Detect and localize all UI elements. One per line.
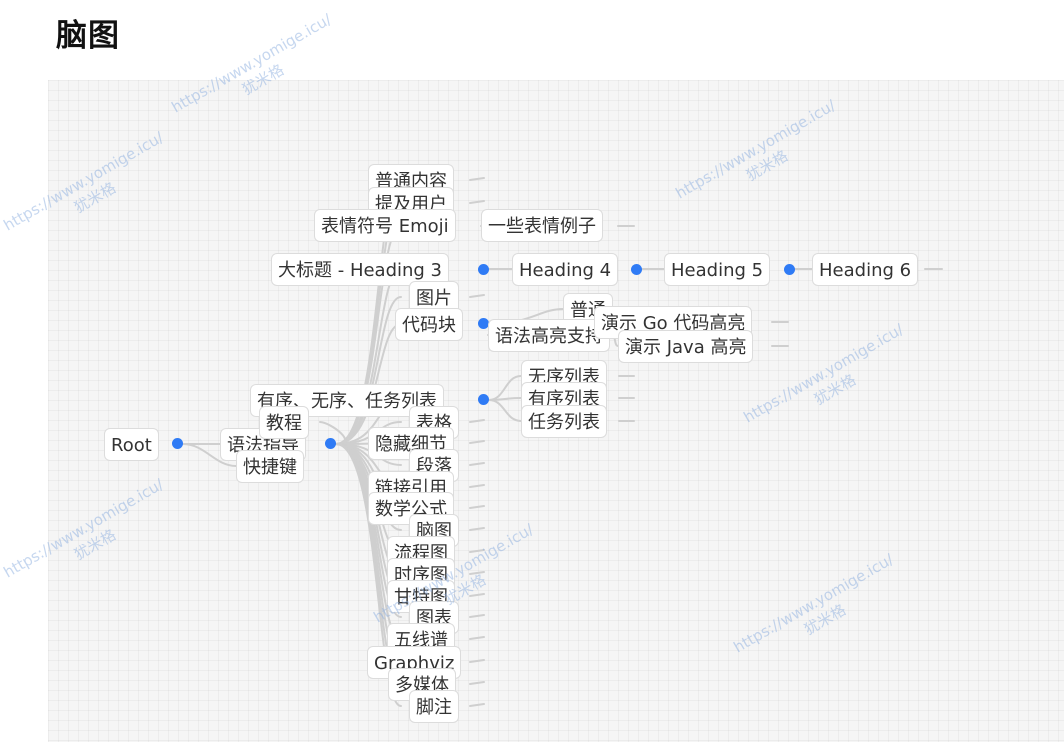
link-list-unordered <box>488 375 522 401</box>
collapse-toggle-lists[interactable] <box>478 394 489 405</box>
collapse-toggle-syntax-guide[interactable] <box>325 438 336 449</box>
collapse-toggle-root[interactable] <box>172 438 183 449</box>
collapse-toggle-heading3[interactable] <box>478 264 489 275</box>
node-java-highlight-demo[interactable]: 演示 Java 高亮 <box>618 330 754 363</box>
node-math[interactable]: 数学公式 <box>368 492 454 525</box>
node-emoji[interactable]: 表情符号 Emoji <box>314 209 456 242</box>
node-syntax-highlight[interactable]: 语法高亮支持 <box>488 319 610 352</box>
node-heading3[interactable]: 大标题 - Heading 3 <box>271 253 450 286</box>
node-heading4[interactable]: Heading 4 <box>512 253 619 286</box>
collapse-toggle-heading5[interactable] <box>784 264 795 275</box>
collapse-toggle-code-block[interactable] <box>478 318 489 329</box>
node-footnote[interactable]: 脚注 <box>409 690 459 723</box>
node-heading6[interactable]: Heading 6 <box>812 253 919 286</box>
node-code-block[interactable]: 代码块 <box>395 308 463 341</box>
node-root[interactable]: Root <box>104 428 159 461</box>
node-shortcuts[interactable]: 快捷键 <box>236 450 304 483</box>
link-to-image <box>335 296 402 445</box>
collapse-toggle-heading4[interactable] <box>631 264 642 275</box>
node-tutorial[interactable]: 教程 <box>259 406 309 439</box>
link-root-shortcut <box>182 443 237 467</box>
link-list-task <box>488 399 522 422</box>
node-heading5[interactable]: Heading 5 <box>664 253 771 286</box>
node-task-list[interactable]: 任务列表 <box>521 405 607 438</box>
node-emoji-examples[interactable]: 一些表情例子 <box>481 209 603 242</box>
page-title: 脑图 <box>56 18 120 54</box>
